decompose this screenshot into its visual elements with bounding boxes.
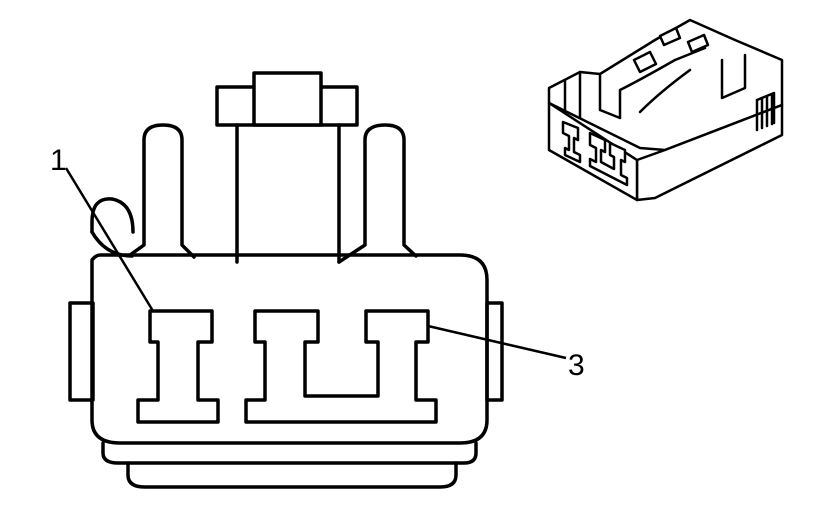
iso-raised-center [598, 46, 707, 120]
housing-outline [90, 253, 489, 445]
bottom-rail-1 [101, 441, 478, 465]
iso-latch-tab-left [632, 50, 658, 74]
right-side-tab [485, 301, 504, 402]
callout-label-3: 3 [568, 349, 585, 382]
leader-line-1 [64, 167, 155, 312]
terminal-cavity-2-3 [244, 309, 438, 424]
left-side-tab [68, 301, 95, 402]
left-tower [128, 123, 196, 259]
iso-cavity-2-3 [588, 131, 629, 187]
top-latch-inner [252, 71, 323, 127]
iso-groove [638, 68, 692, 114]
housing-top-edge [90, 230, 134, 258]
iso-latch-tab-top [658, 26, 682, 47]
iso-cavity-1 [561, 120, 582, 164]
iso-latch-tab-right [686, 33, 710, 54]
callout-label-1: 1 [50, 144, 67, 177]
iso-right-wall [720, 53, 747, 100]
connector-face-view [68, 71, 504, 489]
left-ear [90, 197, 135, 234]
right-tower [337, 123, 418, 264]
center-body [235, 123, 341, 264]
connector-isometric-view [547, 18, 784, 202]
iso-side-ribs [755, 91, 776, 132]
leader-line-3 [427, 324, 567, 360]
iso-left-wall [563, 70, 582, 120]
bottom-rail-2 [126, 461, 458, 489]
iso-top-surface [547, 18, 784, 152]
terminal-cavity-1 [136, 309, 220, 424]
